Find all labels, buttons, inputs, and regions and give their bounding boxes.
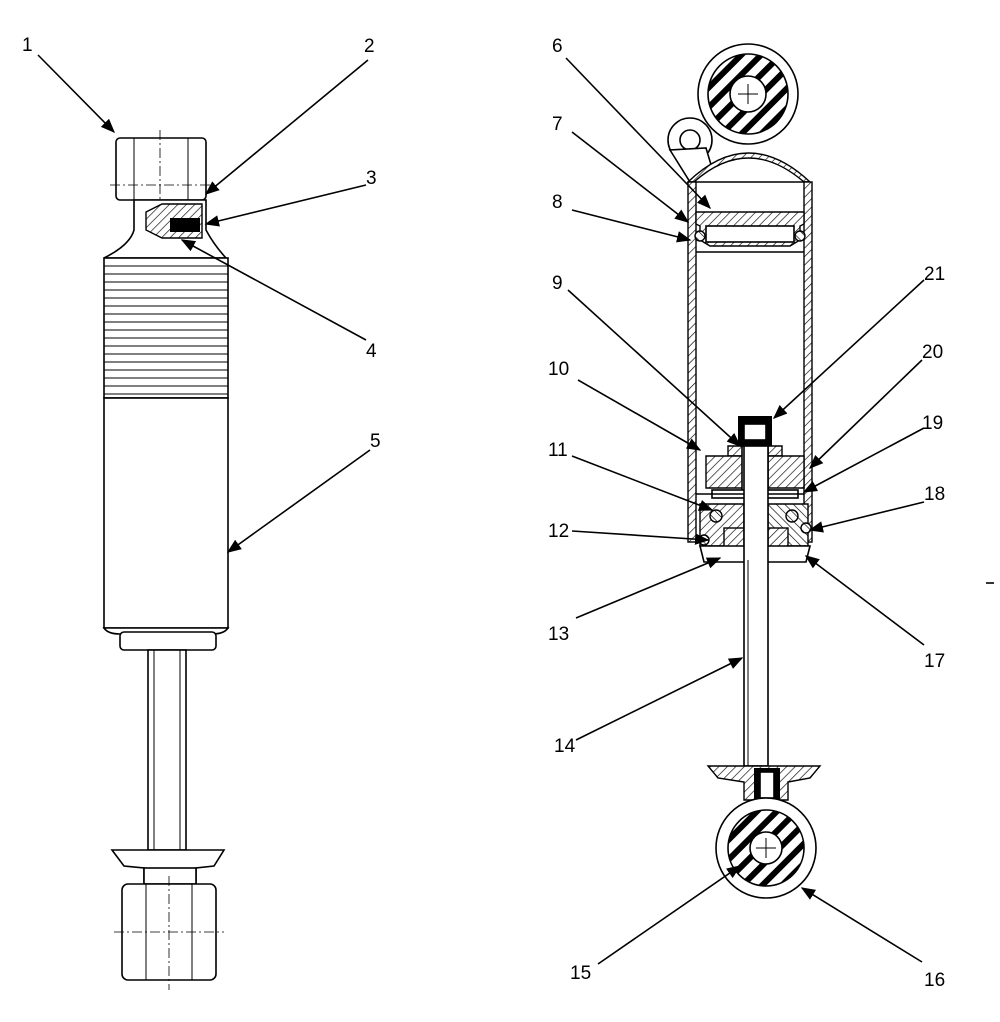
lower-cap (110, 849, 226, 885)
callout-5: 5 (370, 431, 381, 452)
callout-labels: 1 2 3 4 5 6 7 8 9 10 11 12 13 14 15 16 1… (22, 35, 945, 991)
lower-mounting-eye (114, 876, 224, 990)
callout-10: 10 (548, 359, 569, 380)
callout-1: 1 (22, 35, 33, 56)
callout-2: 2 (364, 36, 375, 57)
callout-8: 8 (552, 192, 563, 213)
section-piston-rod (743, 445, 769, 767)
callout-3: 3 (366, 168, 377, 189)
callout-6: 6 (552, 36, 563, 57)
callout-9: 9 (552, 273, 563, 294)
sectional-view (667, 43, 822, 899)
callout-11: 11 (548, 440, 568, 461)
callout-14: 14 (554, 736, 576, 757)
callout-18: 18 (924, 484, 945, 505)
callout-16: 16 (924, 970, 945, 991)
callout-4: 4 (366, 341, 377, 362)
reservoir-tube (102, 397, 230, 651)
exterior-piston-rod (147, 649, 187, 851)
callout-21: 21 (924, 264, 945, 285)
callout-12: 12 (548, 521, 569, 542)
callout-19: 19 (922, 413, 943, 434)
dust-boot (103, 257, 229, 399)
upper-cap (103, 199, 228, 259)
lower-end-cap (706, 765, 822, 802)
callout-17: 17 (924, 651, 945, 672)
leader-lines (37, 54, 925, 965)
lower-bushing-eye (715, 797, 817, 899)
callout-15: 15 (570, 963, 591, 984)
callout-7: 7 (552, 114, 563, 135)
callout-13: 13 (548, 624, 569, 645)
exterior-view (102, 130, 230, 990)
upper-bushing-eye (697, 43, 799, 145)
upper-mounting-eye (110, 130, 212, 210)
callout-20: 20 (922, 342, 943, 363)
floating-piston (694, 211, 806, 253)
